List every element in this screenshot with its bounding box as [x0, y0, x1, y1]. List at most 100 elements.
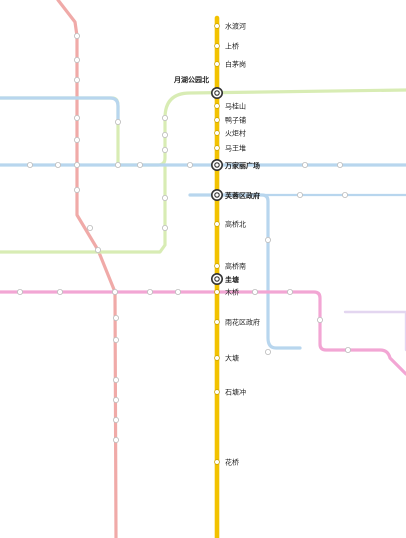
background-station [251, 288, 258, 295]
background-station [113, 314, 120, 321]
station-label: 火炬村 [225, 129, 246, 138]
station-4[interactable] [211, 87, 224, 100]
background-line-pink [0, 290, 406, 376]
background-station [336, 161, 343, 168]
background-station [74, 57, 81, 64]
station-7[interactable] [214, 130, 220, 136]
station-dot [214, 389, 220, 395]
background-station [161, 115, 168, 122]
station-17[interactable] [214, 389, 220, 395]
station-dot [214, 117, 220, 123]
background-station [26, 161, 33, 168]
station-3[interactable] [214, 61, 220, 67]
station-10[interactable] [211, 189, 224, 202]
station-15[interactable] [214, 319, 220, 325]
station-13[interactable] [211, 272, 224, 285]
background-station [264, 348, 271, 355]
station-label: 木桥 [225, 288, 239, 297]
background-station [113, 396, 120, 403]
station-label: 芙蓉区政府 [224, 191, 260, 200]
station-2[interactable] [214, 43, 220, 49]
transfer-station-inner-icon [214, 162, 220, 168]
station-12[interactable] [214, 263, 220, 269]
background-station [286, 288, 293, 295]
station-label: 石塘冲 [225, 388, 246, 397]
transfer-station-inner-icon [214, 90, 220, 96]
background-line-green [0, 88, 406, 167]
station-dot [214, 61, 220, 67]
background-station [341, 191, 348, 198]
station-dot [214, 355, 220, 361]
background-line-salmon [56, 0, 118, 538]
station-dot [214, 289, 220, 295]
station-label: 水渡河 [225, 22, 246, 31]
station-16[interactable] [214, 355, 220, 361]
station-label: 高桥北 [225, 220, 246, 229]
background-station [57, 288, 64, 295]
background-station [74, 77, 81, 84]
station-label: 雨花区政府 [225, 318, 260, 327]
background-station [136, 161, 143, 168]
station-14[interactable] [214, 289, 220, 295]
background-station [241, 161, 248, 168]
background-station [161, 194, 168, 201]
station-label: 白茅岗 [225, 60, 246, 69]
station-dot [214, 221, 220, 227]
station-label: 马桂山 [225, 102, 246, 111]
background-station [161, 224, 168, 231]
station-8[interactable] [214, 145, 220, 151]
station-dot [214, 319, 220, 325]
station-dot [214, 459, 220, 465]
background-station [16, 288, 23, 295]
background-station [74, 161, 81, 168]
background-line-blue-west [0, 96, 120, 124]
background-station [74, 136, 81, 143]
background-station [161, 146, 168, 153]
background-line-lavender [343, 310, 406, 352]
station-6[interactable] [214, 117, 220, 123]
background-station [174, 288, 181, 295]
background-station [301, 161, 308, 168]
station-18[interactable] [214, 459, 220, 465]
transfer-station-inner-icon [214, 276, 220, 282]
station-1[interactable] [214, 23, 220, 29]
station-label: 万家丽广场 [224, 161, 260, 170]
background-station [113, 376, 120, 383]
station-label: 上桥 [225, 42, 239, 51]
background-line-green-south [0, 163, 167, 254]
background-station [161, 131, 168, 138]
background-station [146, 288, 153, 295]
background-station [113, 416, 120, 423]
station-dot [214, 23, 220, 29]
station-label: 马王堆 [225, 144, 246, 153]
background-station [55, 161, 62, 168]
station-dot [214, 263, 220, 269]
background-station [296, 191, 303, 198]
station-dot [214, 43, 220, 49]
station-9[interactable] [211, 159, 224, 172]
transfer-station-inner-icon [214, 192, 220, 198]
background-station [95, 246, 102, 253]
background-station [112, 288, 119, 295]
station-label: 高桥南 [225, 262, 246, 271]
station-label: 月湖公园北 [173, 75, 209, 84]
station-dot [214, 145, 220, 151]
background-station [74, 33, 81, 40]
station-label: 鸭子铺 [225, 116, 246, 125]
background-station [115, 161, 122, 168]
station-label: 大塘 [225, 354, 239, 363]
station-5[interactable] [214, 103, 220, 109]
background-station [113, 336, 120, 343]
background-station [344, 346, 351, 353]
background-station [186, 161, 193, 168]
station-11[interactable] [214, 221, 220, 227]
background-station [264, 236, 271, 243]
background-station [87, 224, 94, 231]
background-station [74, 115, 81, 122]
station-dot [214, 103, 220, 109]
station-label: 花桥 [225, 458, 239, 467]
station-label: 圭塘 [225, 275, 239, 284]
background-station [113, 436, 120, 443]
background-station [316, 316, 323, 323]
